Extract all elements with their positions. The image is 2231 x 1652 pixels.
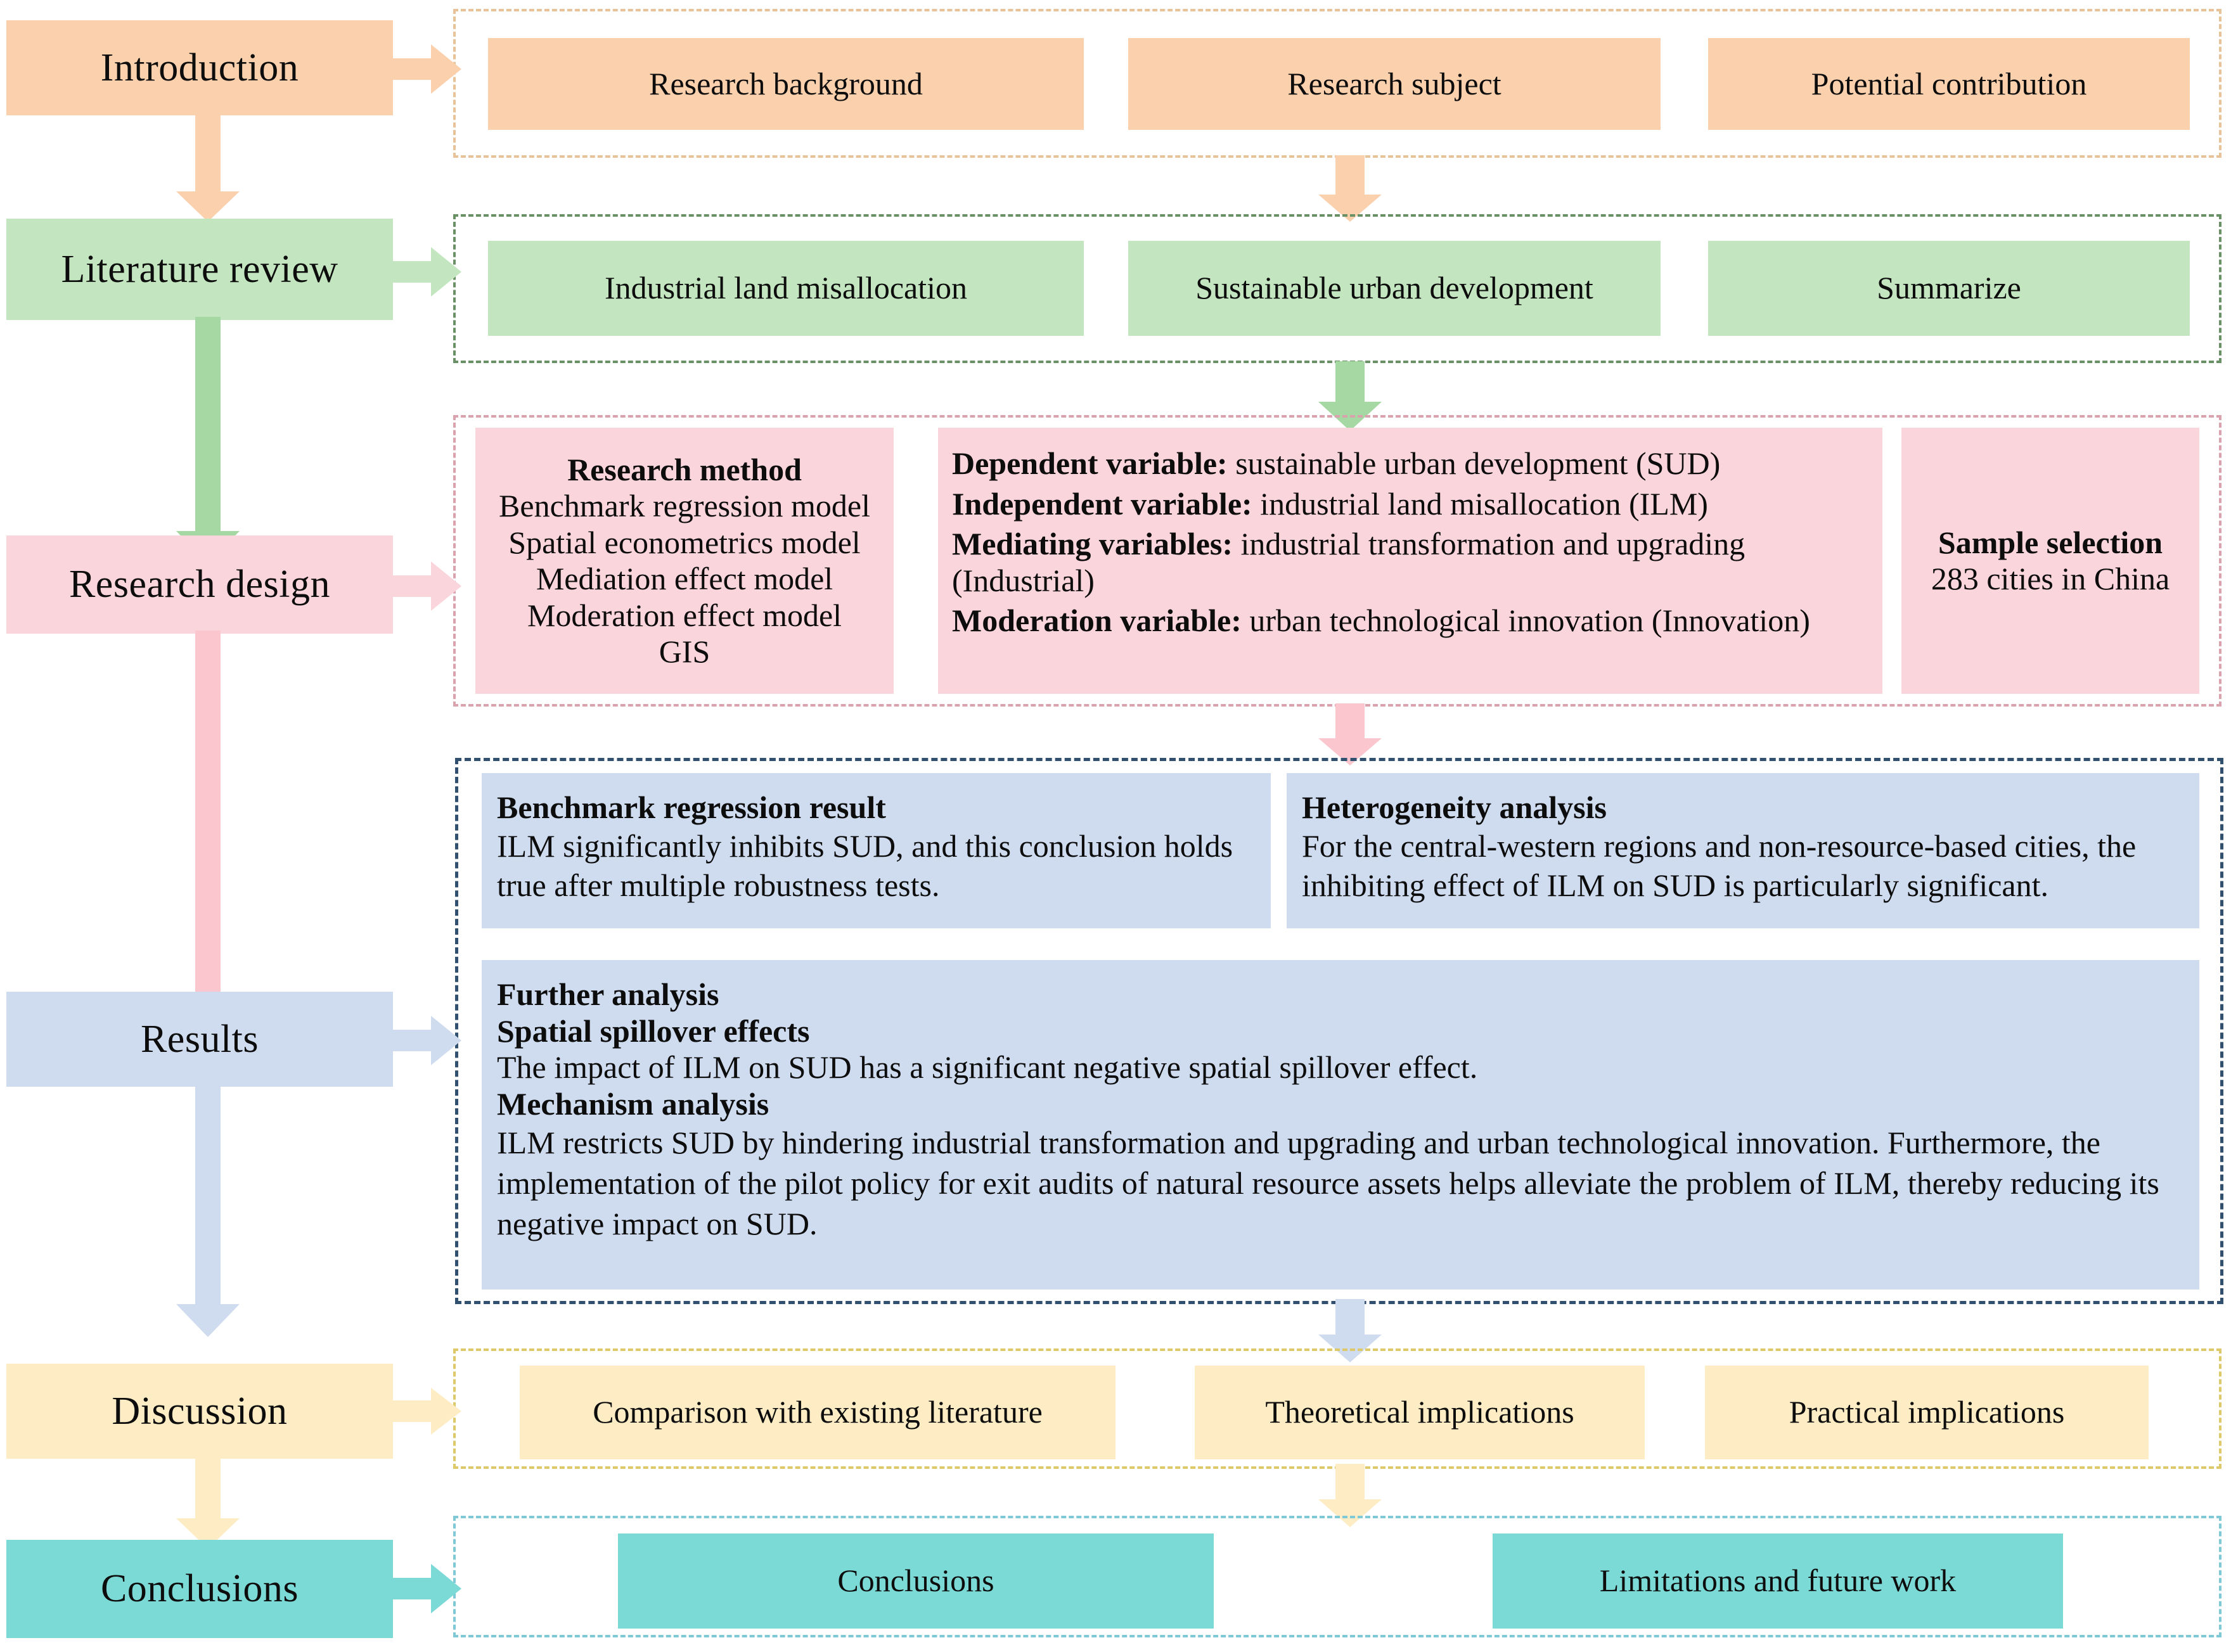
stage-literature-review-label: Literature review bbox=[61, 247, 338, 291]
research-method-title: Research method bbox=[567, 451, 802, 487]
variable-row-3: Moderation variable: urban technological… bbox=[952, 603, 1810, 639]
benchmark-result-box[interactable]: Benchmark regression result ILM signific… bbox=[482, 773, 1271, 928]
sample-selection-box[interactable]: Sample selection 283 cities in China bbox=[1901, 428, 2199, 694]
literature-item-2[interactable]: Summarize bbox=[1708, 241, 2190, 336]
discussion-item-0-label: Comparison with existing literature bbox=[593, 1394, 1043, 1430]
stage-conclusions-label: Conclusions bbox=[100, 1567, 299, 1611]
discussion-item-2-label: Practical implications bbox=[1789, 1394, 2065, 1430]
arrow-introduction-right bbox=[392, 44, 461, 94]
arrow-research-design-down-center bbox=[1318, 703, 1382, 765]
variable-value-3: urban technological innovation (Innovati… bbox=[1241, 603, 1810, 638]
introduction-item-0[interactable]: Research background bbox=[488, 38, 1084, 130]
variable-value-1: industrial land misallocation (ILM) bbox=[1252, 485, 1708, 522]
arrow-discussion-to-conclusions bbox=[176, 1456, 240, 1549]
stage-discussion-label: Discussion bbox=[112, 1389, 288, 1433]
conclusions-item-0[interactable]: Conclusions bbox=[618, 1534, 1214, 1629]
conclusions-item-0-label: Conclusions bbox=[837, 1563, 994, 1599]
variable-label-0: Dependent variable: bbox=[952, 445, 1228, 481]
introduction-item-2[interactable]: Potential contribution bbox=[1708, 38, 2190, 130]
arrow-introduction-to-literature bbox=[176, 114, 240, 222]
benchmark-result-title: Benchmark regression result bbox=[497, 790, 886, 825]
variable-row-2: Mediating variables: industrial transfor… bbox=[952, 526, 1868, 599]
stage-conclusions[interactable]: Conclusions bbox=[6, 1540, 393, 1638]
research-method-line-0: Benchmark regression model bbox=[499, 488, 870, 523]
conclusions-group-container bbox=[453, 1516, 2221, 1637]
arrow-discussion-right bbox=[392, 1388, 461, 1435]
further-analysis-box[interactable]: Further analysis Spatial spillover effec… bbox=[482, 960, 2199, 1290]
variable-row-0: Dependent variable: sustainable urban de… bbox=[952, 445, 1720, 482]
arrow-conclusions-right bbox=[392, 1564, 461, 1613]
conclusions-item-1-label: Limitations and future work bbox=[1599, 1563, 1957, 1599]
introduction-item-2-label: Potential contribution bbox=[1811, 65, 2087, 101]
stage-research-design-label: Research design bbox=[68, 563, 331, 606]
arrow-introduction-down-center bbox=[1318, 155, 1382, 222]
discussion-item-1[interactable]: Theoretical implications bbox=[1195, 1366, 1645, 1459]
research-method-line-3: Moderation effect model bbox=[527, 597, 842, 633]
arrow-research-design-to-results bbox=[176, 631, 240, 1030]
heterogeneity-box[interactable]: Heterogeneity analysis For the central-w… bbox=[1287, 773, 2199, 928]
stage-research-design[interactable]: Research design bbox=[6, 535, 393, 634]
research-method-line-2: Mediation effect model bbox=[536, 561, 833, 596]
arrow-literature-right bbox=[392, 247, 461, 297]
variable-label-3: Moderation variable: bbox=[952, 603, 1242, 638]
literature-item-2-label: Summarize bbox=[1877, 270, 2021, 306]
research-method-box[interactable]: Research method Benchmark regression mod… bbox=[475, 428, 894, 694]
introduction-item-0-label: Research background bbox=[649, 65, 923, 101]
arrow-literature-down-center bbox=[1318, 361, 1382, 431]
research-variables-box[interactable]: Dependent variable: sustainable urban de… bbox=[938, 428, 1882, 694]
mechanism-analysis-title: Mechanism analysis bbox=[497, 1085, 769, 1122]
discussion-item-2[interactable]: Practical implications bbox=[1705, 1366, 2149, 1459]
literature-item-1[interactable]: Sustainable urban development bbox=[1128, 241, 1661, 336]
variable-value-2: industrial transformation and upgrading … bbox=[952, 526, 1746, 598]
conclusions-item-1[interactable]: Limitations and future work bbox=[1493, 1534, 2063, 1629]
arrow-research-design-right bbox=[392, 561, 461, 611]
arrow-discussion-down-center bbox=[1318, 1464, 1382, 1527]
discussion-item-0[interactable]: Comparison with existing literature bbox=[520, 1366, 1116, 1459]
introduction-item-1[interactable]: Research subject bbox=[1128, 38, 1661, 130]
stage-results[interactable]: Results bbox=[6, 992, 393, 1087]
literature-item-1-label: Sustainable urban development bbox=[1195, 270, 1593, 306]
variable-label-1: Independent variable: bbox=[952, 485, 1252, 522]
benchmark-result-text: ILM significantly inhibits SUD, and this… bbox=[497, 828, 1233, 904]
heterogeneity-title: Heterogeneity analysis bbox=[1302, 790, 1607, 825]
sample-selection-text: 283 cities in China bbox=[1931, 561, 2170, 596]
variable-value-0: sustainable urban development (SUD) bbox=[1227, 445, 1721, 481]
spatial-spillover-title: Spatial spillover effects bbox=[497, 1013, 810, 1049]
heterogeneity-text: For the central-western regions and non-… bbox=[1302, 828, 2137, 904]
stage-results-label: Results bbox=[140, 1017, 259, 1061]
literature-item-0-label: Industrial land misallocation bbox=[604, 270, 968, 306]
stage-discussion[interactable]: Discussion bbox=[6, 1364, 393, 1459]
arrow-literature-to-research-design bbox=[176, 317, 240, 564]
research-method-line-1: Spatial econometrics model bbox=[508, 524, 861, 560]
stage-introduction-label: Introduction bbox=[100, 46, 299, 89]
stage-literature-review[interactable]: Literature review bbox=[6, 219, 393, 320]
further-analysis-title: Further analysis bbox=[497, 976, 719, 1012]
arrow-results-to-discussion bbox=[176, 1084, 240, 1337]
arrow-results-down-center bbox=[1318, 1299, 1382, 1362]
discussion-item-1-label: Theoretical implications bbox=[1265, 1394, 1574, 1430]
variable-label-2: Mediating variables: bbox=[952, 526, 1233, 561]
mechanism-analysis-text: ILM restricts SUD by hindering industria… bbox=[497, 1125, 2159, 1241]
stage-introduction[interactable]: Introduction bbox=[6, 20, 393, 115]
spatial-spillover-text: The impact of ILM on SUD has a significa… bbox=[497, 1049, 1478, 1085]
literature-item-0[interactable]: Industrial land misallocation bbox=[488, 241, 1084, 336]
research-method-line-4: GIS bbox=[659, 634, 710, 669]
arrow-results-right bbox=[392, 1016, 461, 1065]
introduction-item-1-label: Research subject bbox=[1287, 65, 1501, 101]
variable-row-1: Independent variable: industrial land mi… bbox=[952, 486, 1708, 523]
sample-selection-title: Sample selection bbox=[1938, 524, 2163, 560]
